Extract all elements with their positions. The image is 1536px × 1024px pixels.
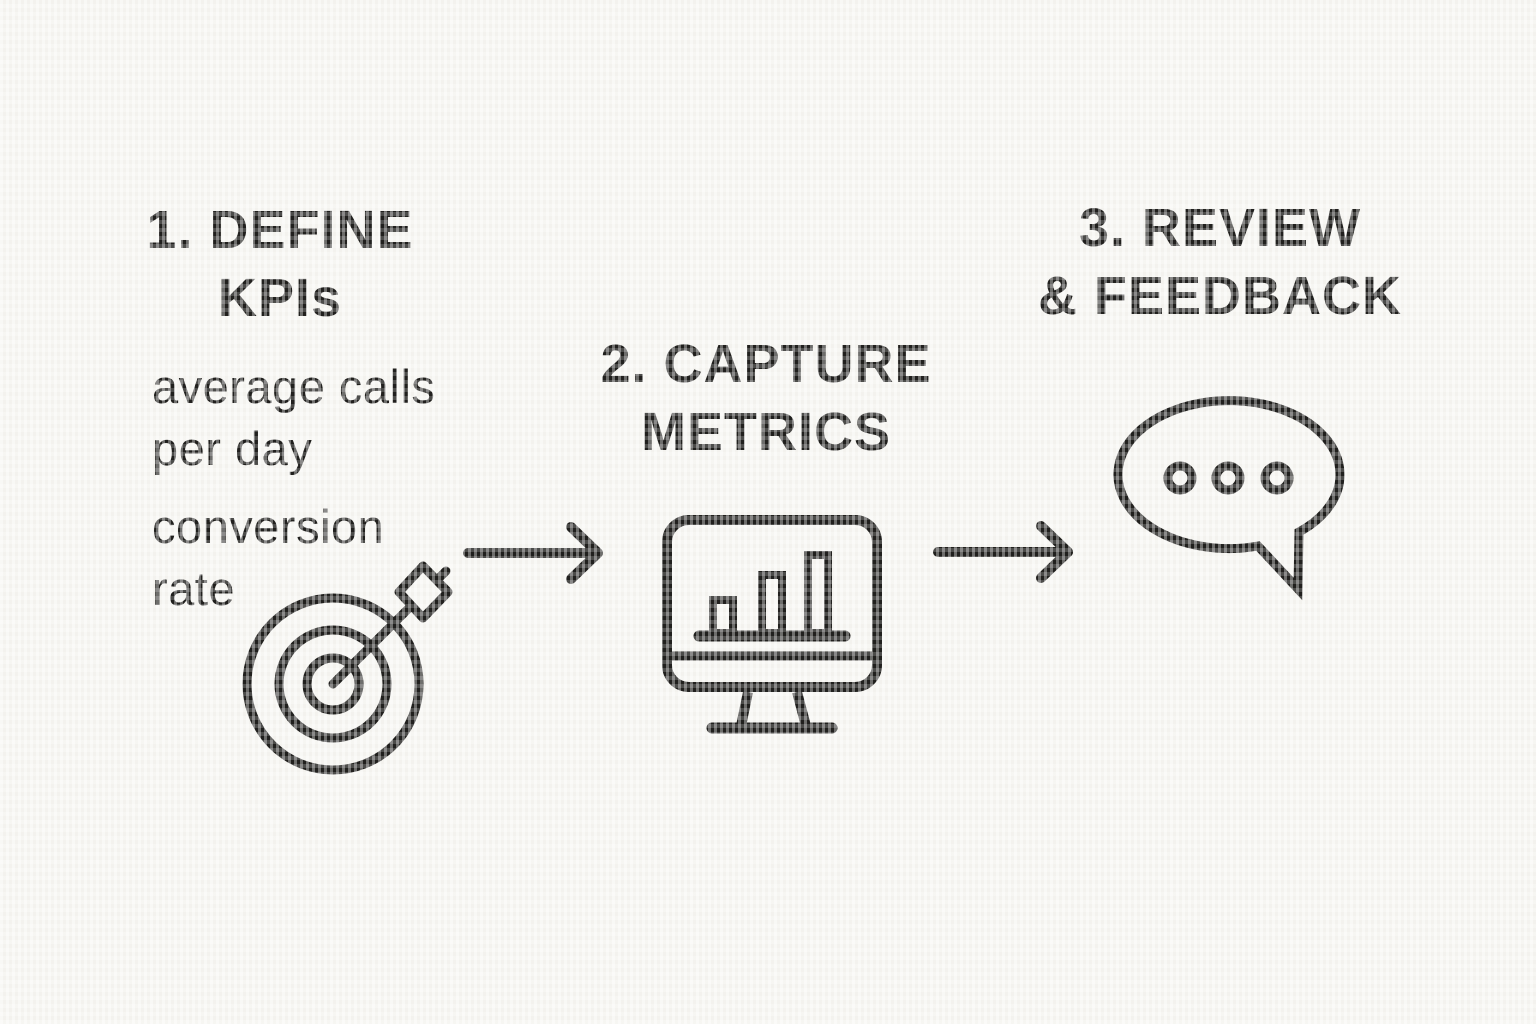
target-with-arrow-icon	[242, 561, 453, 775]
monitor-bar-chart-icon	[662, 515, 882, 734]
speech-bubble-ellipsis-icon	[1113, 396, 1345, 601]
step-1-title-line-1: 1. DEFINE	[146, 200, 414, 260]
step-2-title: 2. CAPTURE METRICS	[591, 330, 941, 466]
step-1-title-line-2: KPIs	[217, 268, 343, 328]
arrow-right-icon	[933, 521, 1073, 583]
step-3-title: 3. REVIEW & FEEDBACK	[1025, 194, 1415, 330]
step-1-title: 1. DEFINE KPIs	[110, 196, 450, 332]
step-2-title-line-2: METRICS	[641, 402, 891, 462]
step-3-title-line-1: 3. REVIEW	[1078, 198, 1362, 258]
step-1-note-conversion-rate: conversion rate	[152, 500, 385, 615]
step-2-title-line-1: 2. CAPTURE	[600, 334, 932, 394]
arrow-right-icon	[463, 522, 603, 584]
step-1-note-average-calls: average calls per day	[152, 360, 436, 475]
step-3-title-line-2: & FEEDBACK	[1037, 266, 1402, 326]
